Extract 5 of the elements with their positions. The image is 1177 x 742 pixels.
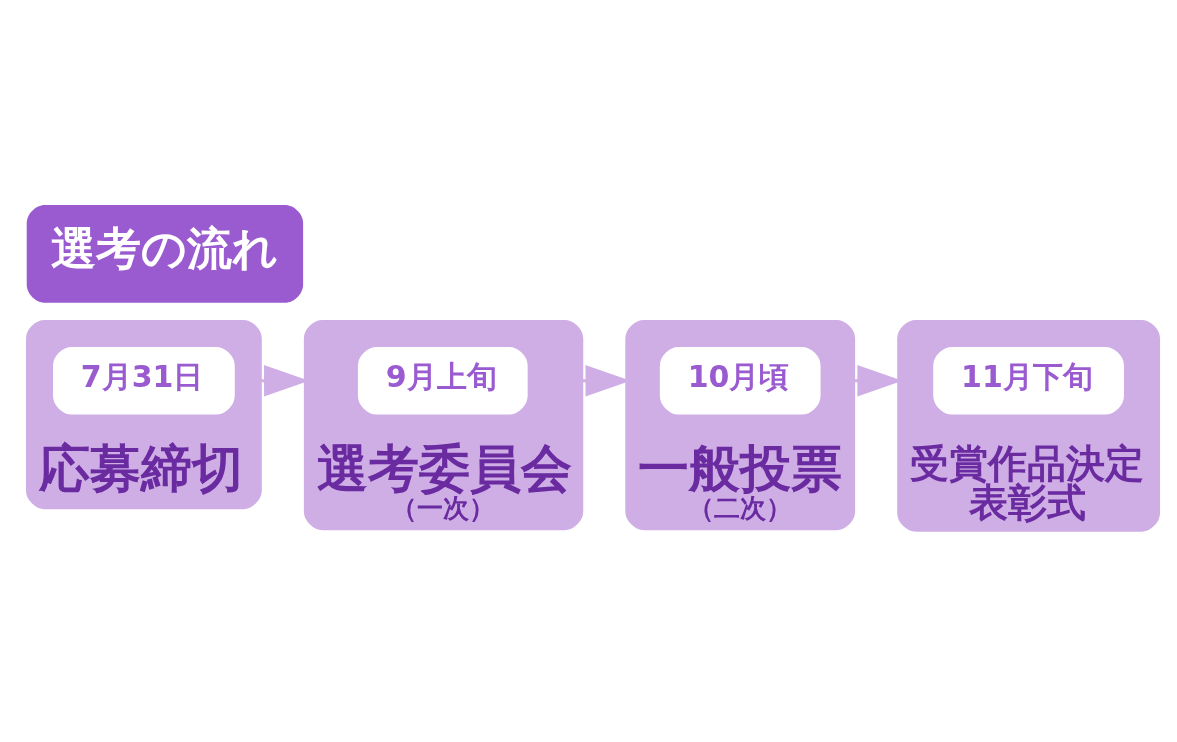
diagram-title: 選考の流れ [50,222,278,276]
node-box: 11月下旬 [933,346,1124,415]
node-box: 10月頃 [659,346,821,415]
node-box: 7月31日 [53,346,235,415]
node-box: 9月上旬 [357,346,528,415]
